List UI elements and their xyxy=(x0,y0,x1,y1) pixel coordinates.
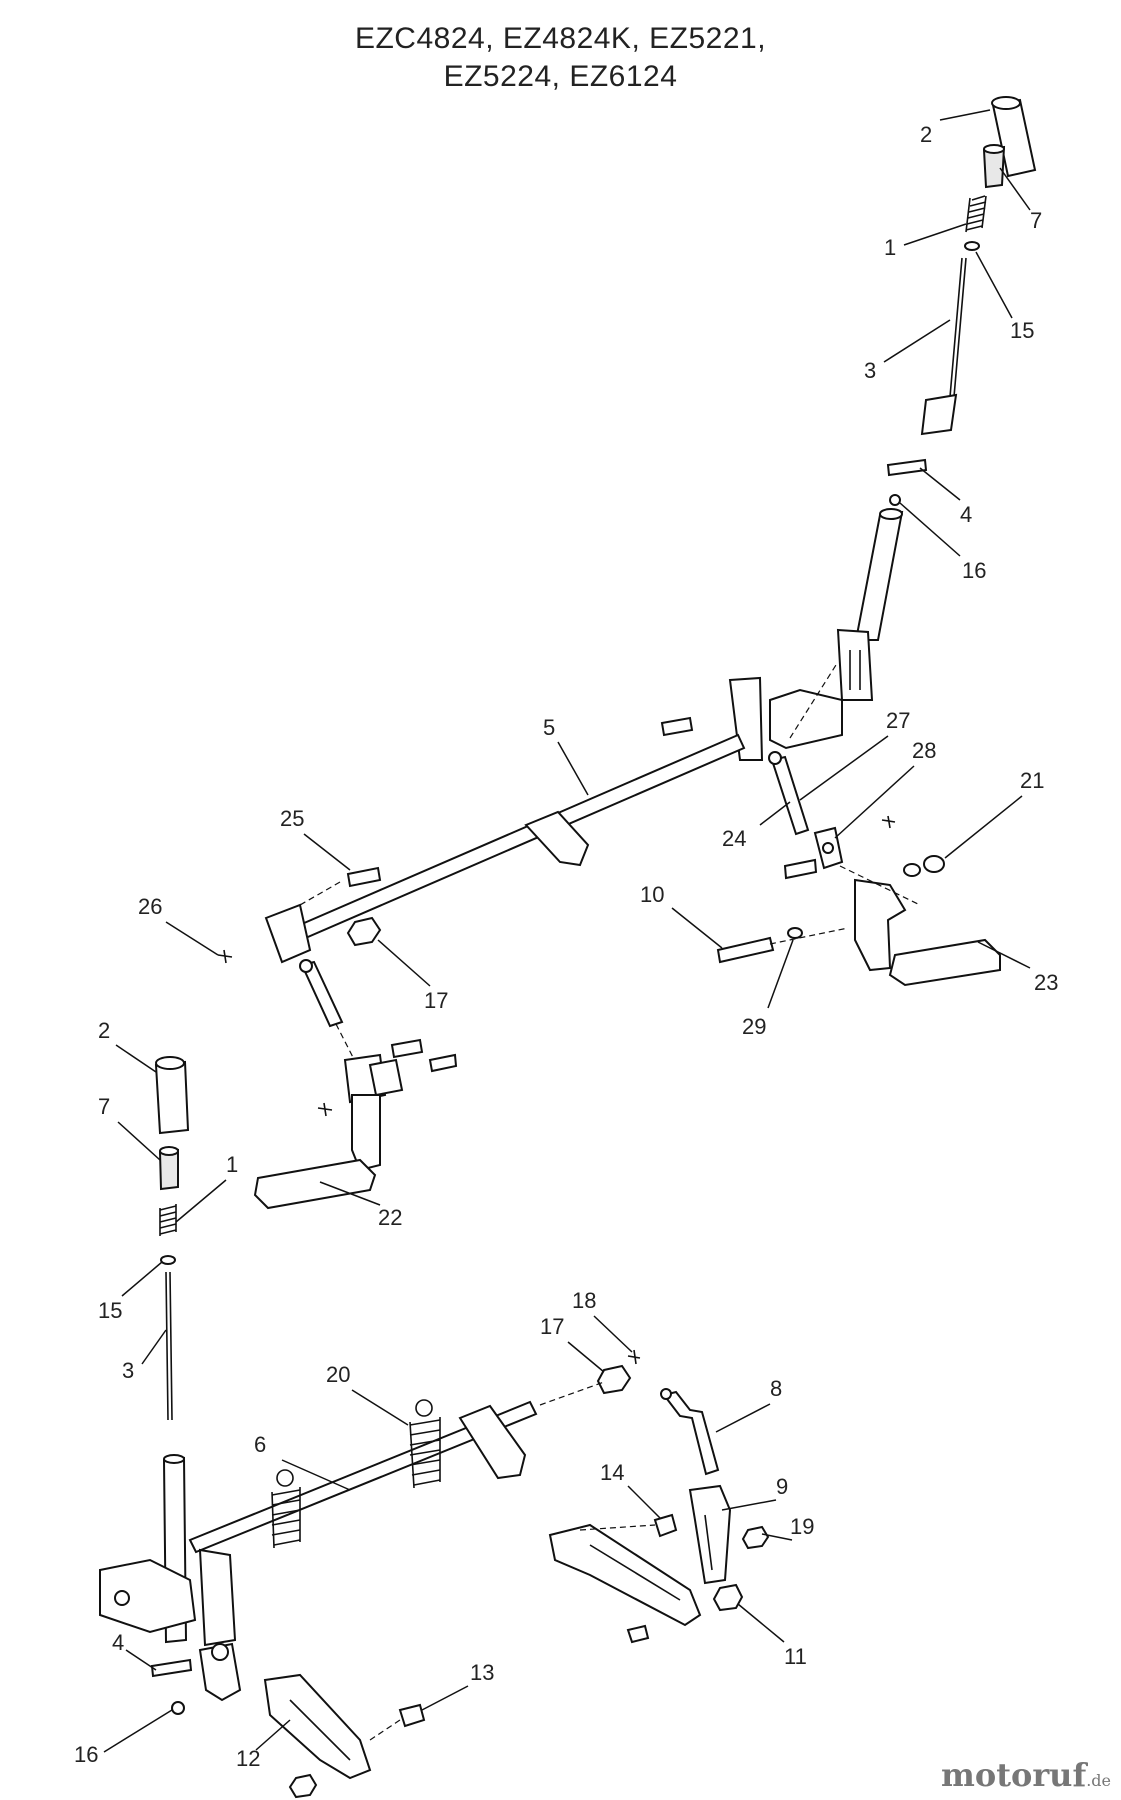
callout-label: 27 xyxy=(886,708,910,733)
callout-label: 7 xyxy=(98,1094,110,1119)
part-cross-shaft-upper xyxy=(264,733,746,964)
part-bolt-upper xyxy=(768,751,810,836)
callout-label: 7 xyxy=(1030,208,1042,233)
callout-label: 23 xyxy=(1034,970,1058,995)
callout-label: 6 xyxy=(254,1432,266,1457)
part-bracket-9 xyxy=(688,1484,732,1585)
callout-label: 4 xyxy=(960,502,972,527)
part-nut-11 xyxy=(712,1583,744,1612)
callout-label: 2 xyxy=(98,1018,110,1043)
watermark-brand: motoruf xyxy=(940,1756,1087,1794)
part-pedal-arm-left xyxy=(253,1094,381,1210)
part-plate-12 xyxy=(263,1673,372,1780)
part-bolt-14 xyxy=(653,1513,678,1538)
part-bolt-10 xyxy=(716,936,775,964)
callout-label: 1 xyxy=(884,235,896,260)
part-pin-shaft xyxy=(660,716,694,737)
part-sleeve-right xyxy=(982,144,1006,189)
callout-label: 16 xyxy=(962,558,986,583)
callout-label: 2 xyxy=(920,122,932,147)
part-sleeve-left xyxy=(158,1146,179,1191)
diagram-title-line2: EZ5224, EZ6124 xyxy=(443,60,678,93)
part-washer-21 xyxy=(903,855,945,877)
part-cotter-mid xyxy=(317,1102,333,1117)
part-nut-left xyxy=(171,1701,185,1715)
callout-label: 26 xyxy=(138,894,162,919)
callout-label: 14 xyxy=(600,1460,624,1485)
part-rod-left xyxy=(165,1271,173,1421)
callout-label: 8 xyxy=(770,1376,782,1401)
callout-label: 16 xyxy=(74,1742,98,1767)
part-spring-20-left xyxy=(271,1469,301,1549)
callout-label: 18 xyxy=(572,1288,596,1313)
part-nut-19 xyxy=(741,1525,770,1550)
part-link-bolt-left xyxy=(299,959,344,1028)
part-bolt-link-bar xyxy=(626,1624,650,1644)
part-spring-20-right xyxy=(409,1399,441,1489)
callout-label: 11 xyxy=(784,1644,807,1669)
part-pin-right xyxy=(886,458,928,477)
part-washer-29 xyxy=(787,927,803,939)
part-cotter-26 xyxy=(217,949,233,964)
part-pin-24 xyxy=(783,858,818,880)
callout-label: 17 xyxy=(424,988,448,1013)
callout-label: 17 xyxy=(540,1314,564,1339)
part-bracket-mid xyxy=(343,1038,458,1104)
callout-label: 15 xyxy=(98,1298,122,1323)
callout-label: 13 xyxy=(470,1660,494,1685)
part-cross-shaft-lower xyxy=(188,1400,538,1647)
callout-label: 22 xyxy=(378,1205,402,1230)
callout-label: 3 xyxy=(864,358,876,383)
part-pin-25 xyxy=(346,866,382,888)
callout-label: 4 xyxy=(112,1630,124,1655)
part-bolt-13 xyxy=(398,1703,426,1728)
callout-label: 1 xyxy=(226,1152,238,1177)
part-clevis-right xyxy=(813,826,844,870)
part-washer-right xyxy=(964,241,980,251)
part-linkage-lower xyxy=(198,1642,242,1702)
part-nut-bottom xyxy=(288,1773,318,1799)
callout-label: 28 xyxy=(912,738,936,763)
part-spring-left xyxy=(159,1204,177,1236)
part-nut-right xyxy=(889,494,901,506)
callout-label: 19 xyxy=(790,1514,814,1539)
part-washer-left xyxy=(160,1255,176,1265)
callout-label: 21 xyxy=(1020,768,1044,793)
diagram-title-line1: EZC4824, EZ4824K, EZ5221, xyxy=(354,22,767,55)
callout-label: 20 xyxy=(326,1362,350,1387)
part-rod-right xyxy=(920,257,967,436)
part-spring-right xyxy=(965,195,987,233)
part-nut-17-lower xyxy=(596,1349,641,1395)
watermark-logo: motoruf.de xyxy=(941,1756,1111,1794)
part-pin-left xyxy=(150,1658,193,1678)
part-lever-tube-left xyxy=(99,1454,197,1644)
watermark-tld: .de xyxy=(1086,1771,1111,1790)
part-link-rod-8 xyxy=(660,1388,720,1476)
part-link-bar-right xyxy=(548,1523,702,1627)
part-nut-17-upper xyxy=(346,916,382,947)
part-pedal-arm-right xyxy=(854,878,1001,987)
callout-label: 24 xyxy=(722,826,746,851)
part-cotter-upper-right xyxy=(881,815,896,829)
callout-label: 29 xyxy=(742,1014,766,1039)
callout-group: 2 7 1 15 3 4 16 5 27 28 21 24 25 26 17 1… xyxy=(74,109,1058,1771)
callout-label: 25 xyxy=(280,806,304,831)
part-grip-left xyxy=(154,1056,190,1135)
callout-label: 10 xyxy=(640,882,664,907)
callout-label: 15 xyxy=(1010,318,1034,343)
callout-label: 3 xyxy=(122,1358,134,1383)
callout-label: 9 xyxy=(776,1474,788,1499)
part-lever-tube-right xyxy=(728,508,904,761)
callout-label: 5 xyxy=(543,715,555,740)
